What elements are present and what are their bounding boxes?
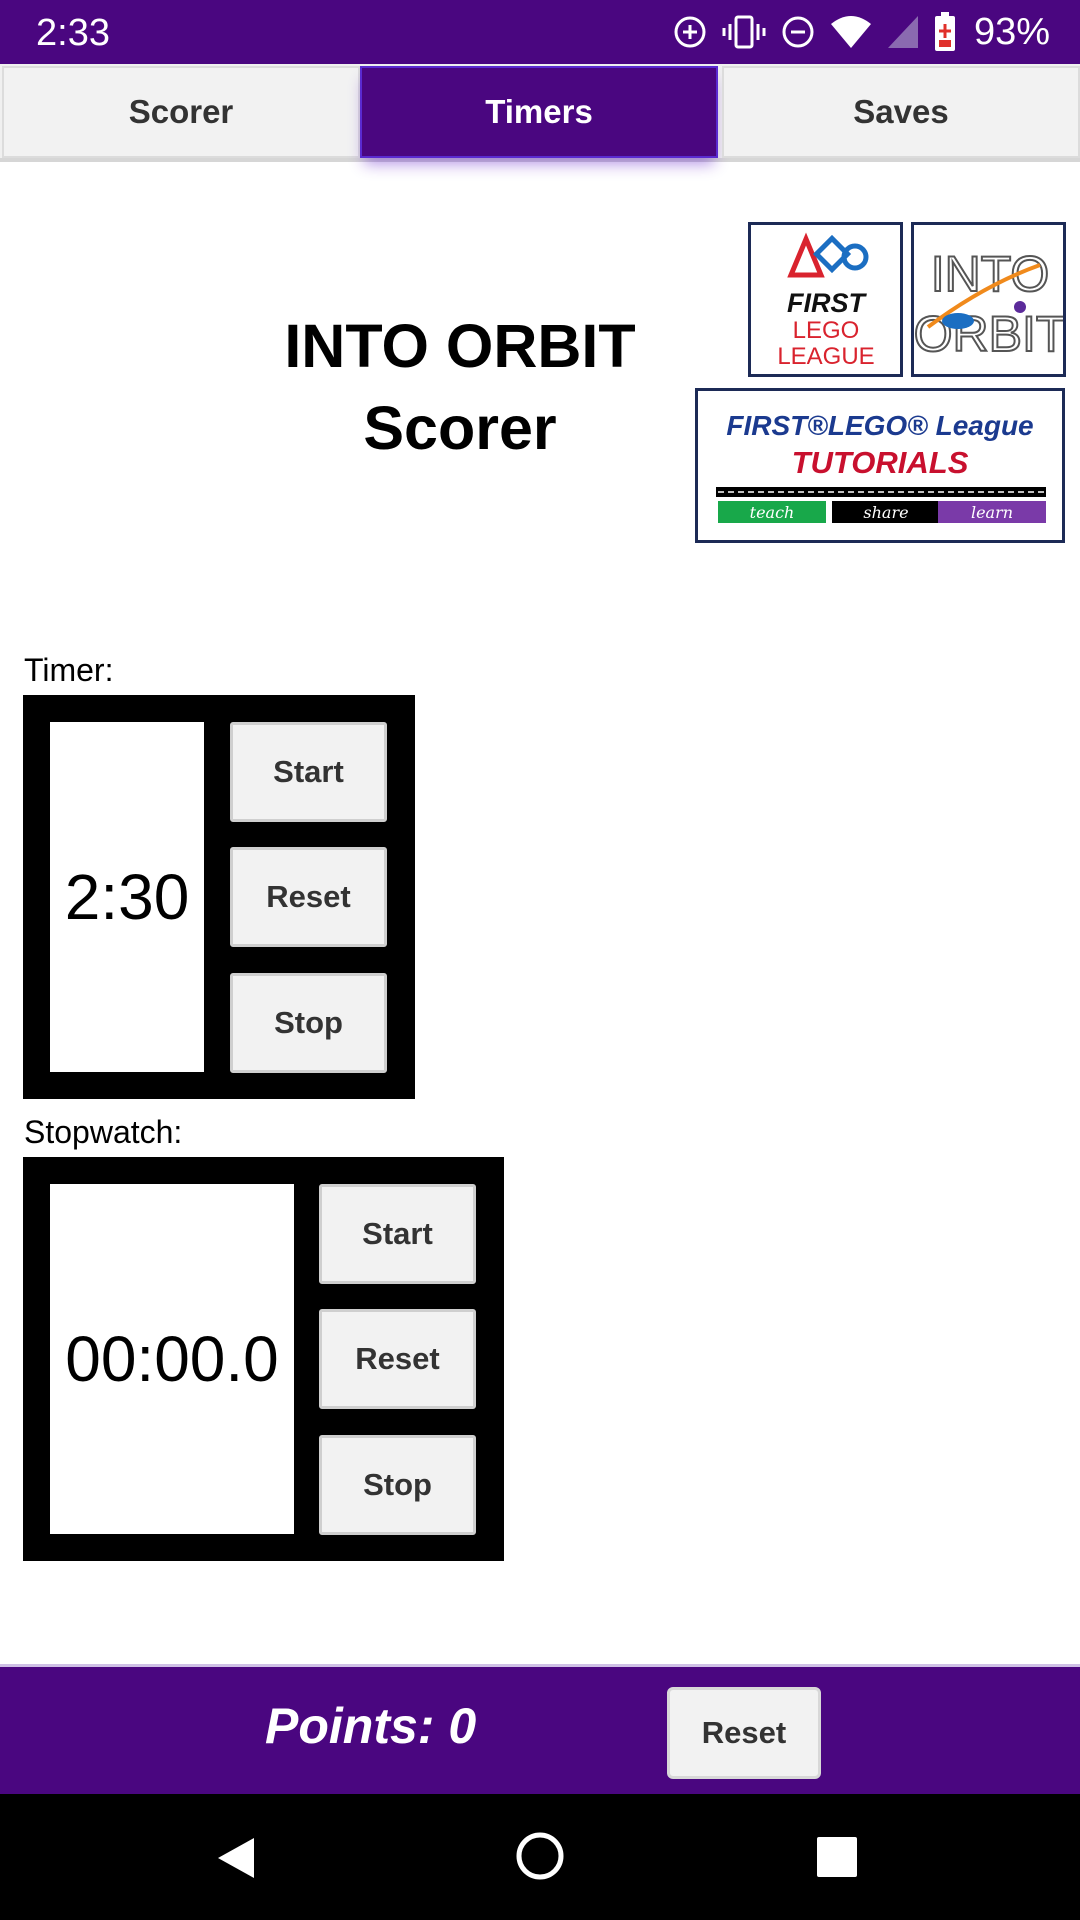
system-nav-bar	[0, 1794, 1080, 1920]
fll-logo-league: LEAGUE	[777, 343, 874, 370]
into-orbit-logo: INTO ORBIT	[911, 222, 1067, 377]
tutorials-share: share	[863, 503, 908, 522]
orbit-logo-into: INTO	[931, 246, 1050, 302]
cell-signal-icon	[887, 16, 918, 48]
fll-tutorials-logo: FIRST®LEGO® League TUTORIALS teach share…	[695, 388, 1065, 543]
orbit-logo-orbit: ORBIT	[914, 306, 1063, 362]
status-bar: 2:33 93%	[0, 0, 1080, 64]
tab-scorer[interactable]: Scorer	[2, 66, 360, 158]
recents-icon[interactable]	[816, 1836, 858, 1878]
tutorials-logo-line1: FIRST®LEGO® League	[726, 410, 1033, 441]
points-footer: Points: 0 Reset	[0, 1664, 1080, 1794]
tab-saves[interactable]: Saves	[722, 66, 1080, 158]
stopwatch-display: 00:00.0	[50, 1184, 294, 1534]
timer-display: 2:30	[50, 722, 204, 1072]
status-time: 2:33	[36, 12, 110, 54]
page-title-line2: Scorer	[363, 394, 557, 462]
vibrate-icon	[722, 15, 766, 49]
timer-reset-button[interactable]: Reset	[230, 847, 387, 947]
points-total: Points: 0	[265, 1698, 477, 1754]
do-not-disturb-icon	[782, 16, 814, 48]
tutorials-logo-line2: TUTORIALS	[792, 445, 969, 480]
tutorials-learn: learn	[971, 503, 1013, 522]
stopwatch-reset-button[interactable]: Reset	[319, 1309, 476, 1409]
timer-start-button[interactable]: Start	[230, 722, 387, 822]
tab-bar: Scorer Timers Saves	[0, 64, 1080, 162]
tab-timers[interactable]: Timers	[360, 66, 718, 158]
stopwatch-label: Stopwatch:	[24, 1114, 183, 1150]
first-lego-league-logo: FIRST LEGO LEAGUE	[748, 222, 903, 377]
stopwatch-start-button[interactable]: Start	[319, 1184, 476, 1284]
home-icon[interactable]	[515, 1831, 565, 1881]
wifi-icon	[830, 16, 871, 48]
timer-label: Timer:	[24, 652, 114, 688]
points-reset-button[interactable]: Reset	[667, 1687, 821, 1779]
battery-percent: 93%	[973, 10, 1050, 53]
fll-logo-first: FIRST	[787, 288, 868, 318]
tutorials-teach: teach	[750, 503, 795, 522]
stopwatch-panel: 00:00.0 Start Reset Stop	[23, 1157, 504, 1561]
timer-panel: 2:30 Start Reset Stop	[23, 695, 415, 1099]
page-title: INTO ORBIT Scorer	[220, 305, 700, 469]
status-icons: 93%	[672, 10, 1050, 54]
timer-stop-button[interactable]: Stop	[230, 973, 387, 1073]
back-icon[interactable]	[212, 1834, 260, 1882]
fll-logo-lego: LEGO	[793, 317, 860, 344]
battery-charging-icon	[934, 12, 955, 51]
data-saver-icon	[674, 16, 706, 48]
stopwatch-stop-button[interactable]: Stop	[319, 1435, 476, 1535]
page-title-line1: INTO ORBIT	[284, 312, 636, 380]
